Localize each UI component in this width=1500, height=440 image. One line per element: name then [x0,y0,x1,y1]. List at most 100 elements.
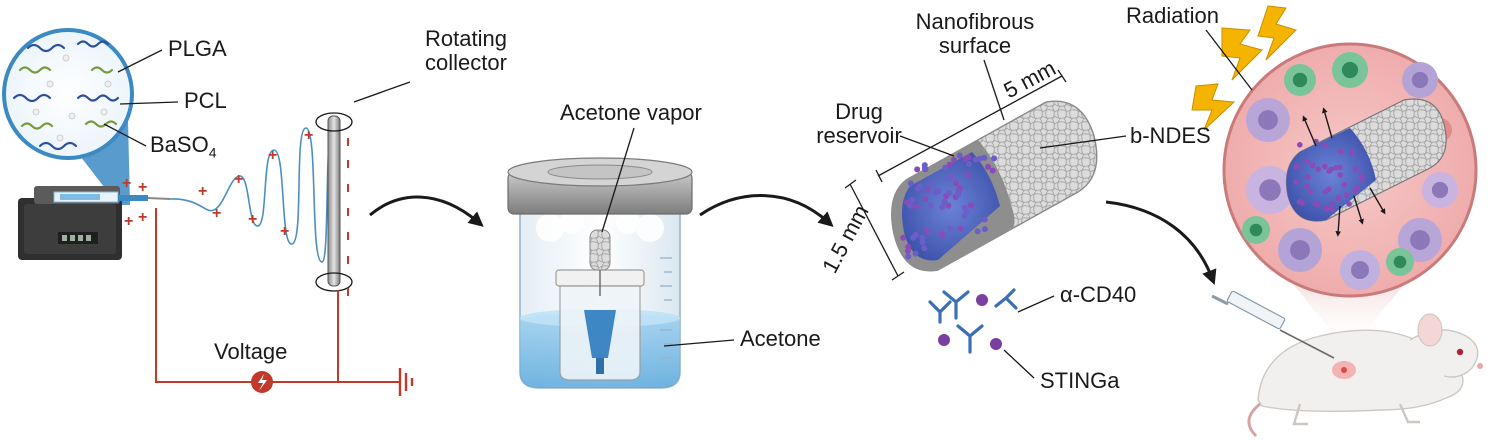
zoom-cone [1290,280,1408,352]
particle-dot [967,202,974,209]
acetone-jar-panel [507,127,834,389]
svg-text:+: + [124,213,133,230]
voltage-source-icon [251,371,273,393]
particle-dot [1337,172,1344,178]
particle-dot [989,167,996,174]
acd40-label: α-CD40 [1060,282,1137,307]
particle-dot [1351,261,1369,279]
svg-text:+: + [212,205,221,222]
tumor-microenvironment [1222,42,1478,298]
particle-dot [923,227,930,234]
particle-dot [1338,149,1345,155]
particle-dot [1346,201,1352,207]
particle-dot [904,248,911,254]
particle-dot [981,226,988,233]
particle-dot [947,174,953,181]
particle-dot [1293,164,1300,170]
particle-dot [981,216,988,223]
voltage-label: Voltage [214,339,288,364]
particle-dot [932,189,939,196]
particle-dot [1290,240,1310,260]
particle-dot [965,161,972,168]
particle-dot [1358,173,1364,179]
particle-dot [1410,230,1430,250]
particle-dot [1431,181,1449,199]
particle-dot [1323,206,1330,213]
pcl-label: PCL [184,88,227,113]
particle-dot [909,197,916,204]
circuit-wires [155,208,400,383]
particle-dot [1329,200,1335,207]
particle-dot [907,180,914,187]
svg-text:+: + [138,179,147,196]
particle-dot [950,156,957,163]
particle-dot [957,225,964,232]
particle-dot [956,152,963,159]
particle-dot [921,162,928,169]
electrospinning-panel: ++ ++ ++ ++ ++ + [2,28,484,396]
particle-dot [1249,223,1263,237]
particle-dot [1310,162,1316,168]
particle-dot [1322,142,1328,149]
drug-particles [900,152,998,260]
fiber-jet [169,117,335,263]
svg-text:+: + [248,211,257,228]
particle-dot [1343,192,1350,198]
particle-dot [904,199,910,206]
particle-dot [974,228,981,235]
curved-arrow-icon [699,194,834,227]
particle-dot [1259,179,1281,201]
particle-dot [1353,166,1359,172]
particle-dot [1353,187,1359,194]
particle-dot [928,180,935,187]
particle-dot [914,166,921,173]
svg-text:+: + [304,127,313,144]
particle-dot [963,208,970,215]
particle-dot [939,204,946,210]
rotating-collector [315,81,411,296]
stinga-label: STINGa [1040,368,1120,393]
particle-dot [919,234,926,241]
particle-dot [905,253,912,260]
rotating-collector-label: Rotating collector [425,26,507,75]
particle-dot [921,245,928,252]
particle-dot [955,191,962,198]
particle-dot [1322,163,1328,170]
particle-dot [946,161,953,168]
particle-dot [1349,149,1355,156]
particle-dot [945,190,952,196]
particle-dot [905,243,912,250]
acetone-label: Acetone [740,326,821,351]
lightning-icon [1191,5,1297,131]
dimension-lines [844,69,1067,281]
tumor-mouse-panel [1191,5,1483,438]
polymer-solution-magnifier [2,28,134,160]
particle-dot [919,239,926,246]
particle-dot [1297,142,1303,148]
particle-dot [939,231,946,238]
particle-dot [917,183,923,190]
svg-text:+: + [198,183,207,200]
particle-dot [1411,71,1429,89]
radiation-label: Radiation [1126,3,1219,28]
particle-dot [1329,206,1335,213]
curved-arrow-icon [369,195,484,227]
implant-cylinder [891,100,1098,272]
implant-panel [844,59,1217,379]
particle-dot [962,156,969,163]
drug-legend [928,288,1055,379]
svg-text:+: + [122,175,131,192]
particle-dot [1326,186,1332,192]
svg-text:+: + [234,171,243,188]
particle-dot [900,234,907,241]
particle-dot [991,155,998,162]
particle-dot [927,202,934,209]
particle-dot [1293,179,1299,185]
curved-arrow-icon [1105,200,1217,286]
particle-dot [981,154,988,161]
particle-dot [952,180,959,187]
baso4-label: BaSO4 [150,133,217,164]
particle-dot [1312,200,1319,207]
particle-dot [941,198,948,205]
